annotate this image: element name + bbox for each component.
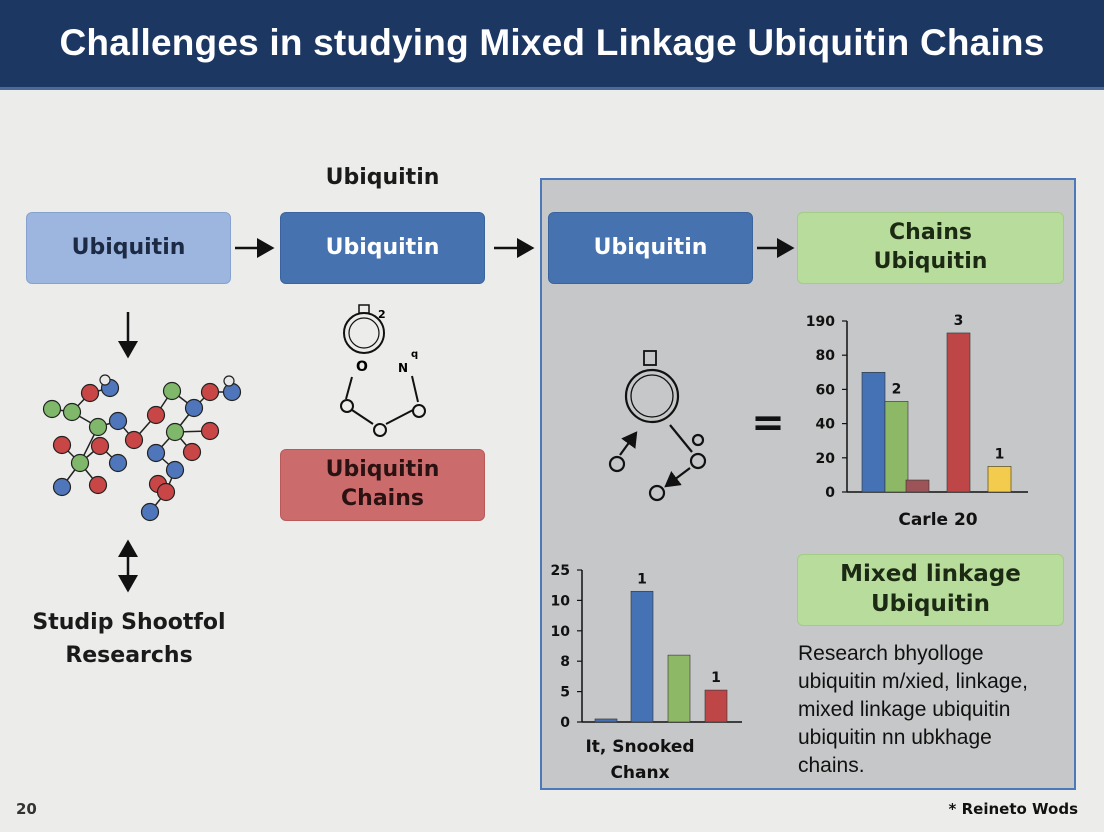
y-tick-label: 20	[816, 451, 836, 467]
page-title: Challenges in studying Mixed Linkage Ubi…	[59, 22, 1045, 63]
panel-molecule-drawing	[608, 350, 707, 502]
sup-q-label: q	[411, 349, 418, 360]
bar	[630, 590, 654, 723]
ubiquitin-box-2: Ubiquitin	[280, 212, 485, 284]
y-tick-label: 5	[560, 685, 570, 701]
bar	[987, 466, 1012, 493]
footer-note: * Reineto Wods	[948, 800, 1078, 818]
x-axis-label: Chanx	[610, 763, 669, 783]
y-tick-label: 8	[560, 654, 570, 670]
y-tick-label: 10	[551, 593, 571, 609]
bar-label: 3	[954, 313, 964, 329]
o-label: O	[356, 359, 368, 375]
chains-ubiquitin-box: Chains Ubiquitin	[797, 212, 1064, 284]
mixed-linkage-box: Mixed linkage Ubiquitin	[797, 554, 1064, 626]
y-tick-label: 0	[825, 485, 835, 501]
title-bar	[0, 0, 1104, 90]
ubiquitin-box-3: Ubiquitin	[548, 212, 753, 284]
sup-2-label: 2	[378, 308, 386, 321]
y-tick-label: 40	[816, 417, 836, 433]
bar	[667, 654, 691, 723]
description-text: Research bhyolloge ubiquitin m/xied, lin…	[798, 642, 1028, 777]
bar	[946, 332, 971, 493]
molecule-atoms	[42, 374, 242, 522]
y-tick-label: 80	[816, 348, 836, 364]
left-caption: Studip Shootfol Researchs	[32, 610, 226, 668]
y-tick-label: 10	[551, 624, 571, 640]
bar	[704, 689, 728, 723]
n-label: N	[398, 361, 408, 375]
y-tick-label: 25	[551, 563, 570, 579]
bar-label: 2	[892, 381, 902, 397]
ubiquitin-chains-box: Ubiquitin Chains	[280, 449, 485, 521]
ubiquitin-box-1: Ubiquitin	[26, 212, 231, 284]
bar	[884, 401, 909, 493]
bar	[861, 371, 886, 493]
bar-label: 1	[711, 670, 721, 686]
y-tick-label: 190	[806, 314, 835, 330]
bar-label: 1	[637, 571, 647, 587]
page-number: 20	[16, 800, 37, 818]
x-axis-label: It, Snooked	[585, 737, 694, 757]
equals-sign: =	[751, 400, 785, 446]
bar	[905, 479, 930, 493]
small-molecule-drawing	[340, 304, 426, 437]
bar-label: 1	[995, 446, 1005, 462]
y-tick-label: 60	[816, 382, 836, 398]
top-label: Ubiquitin	[325, 165, 440, 190]
x-axis-label: Carle 20	[898, 510, 977, 530]
y-tick-label: 0	[560, 715, 570, 731]
bar	[594, 718, 618, 723]
